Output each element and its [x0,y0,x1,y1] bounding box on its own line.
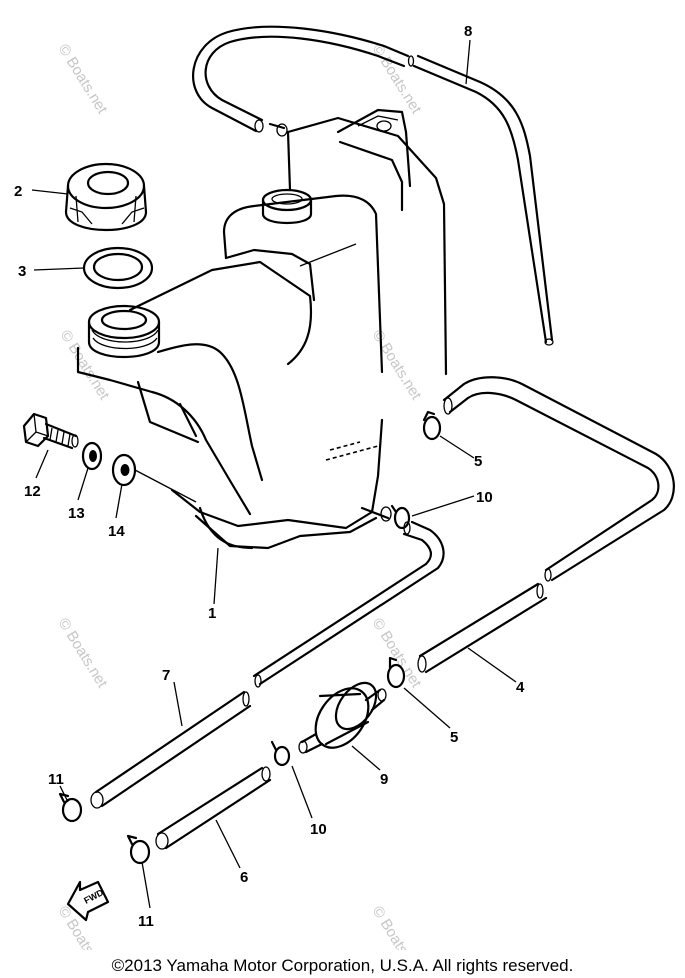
watermark-low-mid: © Boats.net [369,615,426,691]
callout-10-lower: 10 [310,821,327,838]
callout-11-lower: 11 [138,913,154,930]
callout-7: 7 [162,667,170,684]
filter-part-9 [298,681,387,754]
callout-3: 3 [18,263,26,280]
leader-lines [31,39,517,909]
callout-9: 9 [380,771,388,788]
callout-12: 12 [24,483,41,500]
reservoir-tank-part-1 [76,108,448,550]
callout-6: 6 [240,869,248,886]
bolt-part-12 [22,412,79,450]
clamp-part-10-upper [390,504,411,530]
hose-part-8 [192,25,554,346]
washer-part-14 [111,453,197,503]
clamp-part-11-upper [58,792,83,823]
hose-part-7 [90,520,445,809]
gasket-part-3 [82,246,154,290]
clamp-part-10-lower [270,740,291,767]
callout-1: 1 [208,605,216,622]
callout-14: 14 [108,523,125,540]
copyright-notice: ©2013 Yamaha Motor Corporation, U.S.A. A… [111,956,574,975]
watermark-bottom-mid: © Boats.net [369,903,426,950]
watermark-bottom-left: © Boats.net [55,903,112,950]
callout-11-upper: 11 [48,771,64,788]
hose-part-6 [155,766,272,850]
parts-diagram: © Boats.net © Boats.net © Boats.net © Bo… [14,23,675,950]
callouts: 1 2 3 4 5 5 6 7 8 9 10 10 11 11 12 13 14 [14,23,525,930]
clamp-part-5-lower [386,656,406,689]
clamp-part-5-upper [422,410,442,441]
callout-5-lower: 5 [450,729,458,746]
watermark-top-mid: © Boats.net [369,41,426,117]
washer-part-13 [81,441,103,471]
watermark-low-left: © Boats.net [55,615,112,691]
callout-10-upper: 10 [476,489,493,506]
clamp-part-11-lower [126,834,151,865]
callout-13: 13 [68,505,85,522]
callout-8: 8 [464,23,472,40]
callout-2: 2 [14,183,22,200]
callout-5-upper: 5 [474,453,482,470]
watermark-mid: © Boats.net [369,327,426,403]
callout-4: 4 [516,679,525,696]
tank-cap-part-2 [64,162,148,232]
hose-part-4 [417,376,675,674]
watermark-top-left: © Boats.net [55,41,112,117]
